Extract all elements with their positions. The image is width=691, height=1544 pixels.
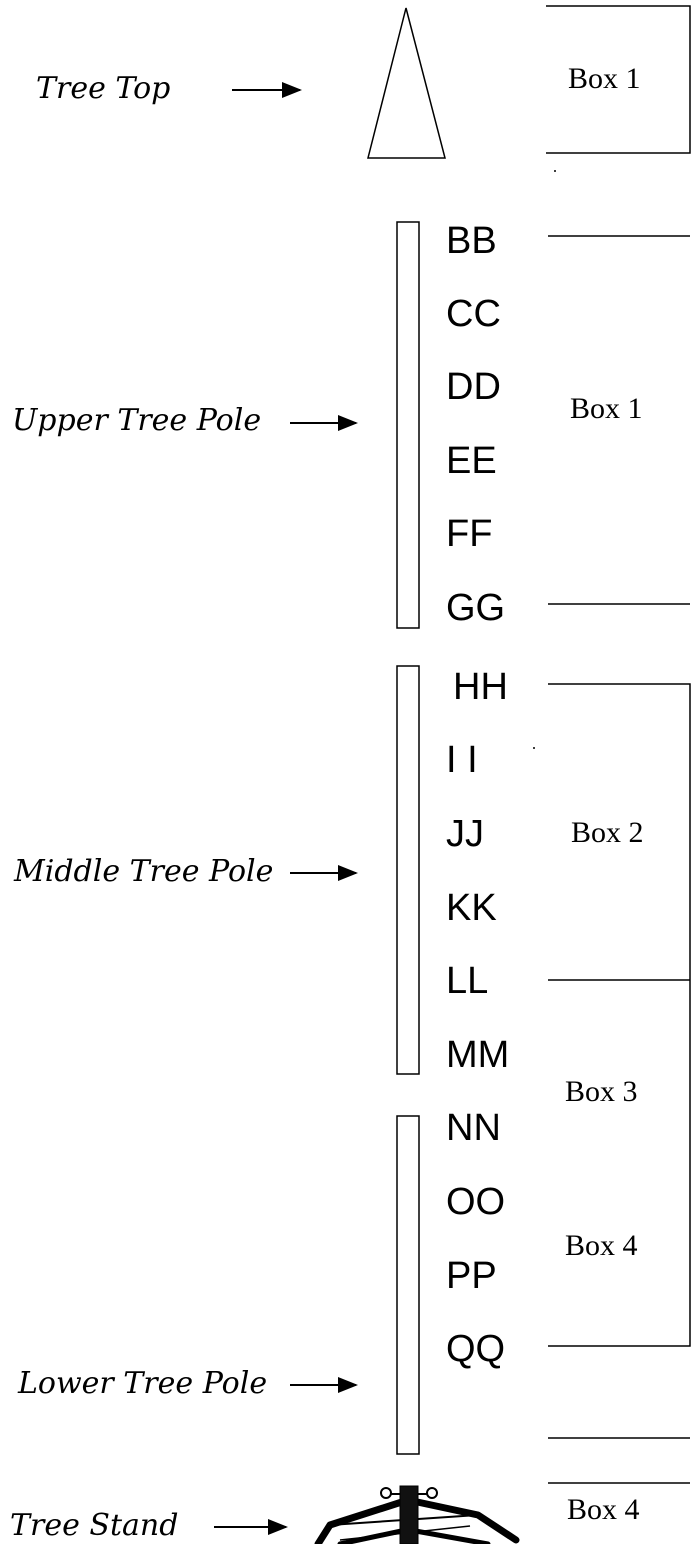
tree-top-label: Tree Top xyxy=(36,71,171,106)
row-label-hh: HH xyxy=(453,666,508,708)
upper-tree-pole-label: Upper Tree Pole xyxy=(12,403,262,438)
row-label-ff: FF xyxy=(446,513,493,555)
box-label-middle-pole: Box 2 xyxy=(571,816,644,849)
speck xyxy=(554,170,556,172)
row-label-kk: KK xyxy=(446,887,497,929)
row-label-bb: BB xyxy=(446,220,497,262)
row-label-jj: JJ xyxy=(446,813,484,855)
row-label-dd: DD xyxy=(446,366,501,408)
row-label-ii: I I xyxy=(446,739,478,781)
box-label-tree-top: Box 1 xyxy=(568,62,641,95)
middle-tree-pole-shape xyxy=(396,665,420,1075)
box-2-bracket xyxy=(548,683,691,1347)
box-label-tree-stand: Box 4 xyxy=(567,1493,640,1526)
box-label-upper-pole: Box 1 xyxy=(570,392,643,425)
middle-tree-pole-label: Middle Tree Pole xyxy=(14,854,274,889)
tree-stand-label: Tree Stand xyxy=(10,1508,179,1543)
tree-top-icon xyxy=(367,7,446,159)
row-label-qq: QQ xyxy=(446,1328,506,1370)
box-label-lower-mid: Box 3 xyxy=(565,1075,638,1108)
row-label-cc: CC xyxy=(446,293,501,335)
lower-tree-pole-label: Lower Tree Pole xyxy=(18,1366,268,1401)
row-label-pp: PP xyxy=(446,1255,497,1297)
box-1-top-bracket xyxy=(546,5,691,154)
lower-tree-pole-shape xyxy=(396,1115,420,1455)
row-label-oo: OO xyxy=(446,1181,506,1223)
row-label-nn: NN xyxy=(446,1107,501,1149)
upper-tree-pole-shape xyxy=(396,221,420,629)
box-label-lower-pole: Box 4 xyxy=(565,1229,638,1262)
tree-stand-icon xyxy=(314,1485,520,1544)
row-label-ee: EE xyxy=(446,440,497,482)
row-label-gg: GG xyxy=(446,587,506,629)
speck-2 xyxy=(533,747,535,749)
row-label-mm: MM xyxy=(446,1034,510,1076)
row-label-ll: LL xyxy=(446,960,489,1002)
